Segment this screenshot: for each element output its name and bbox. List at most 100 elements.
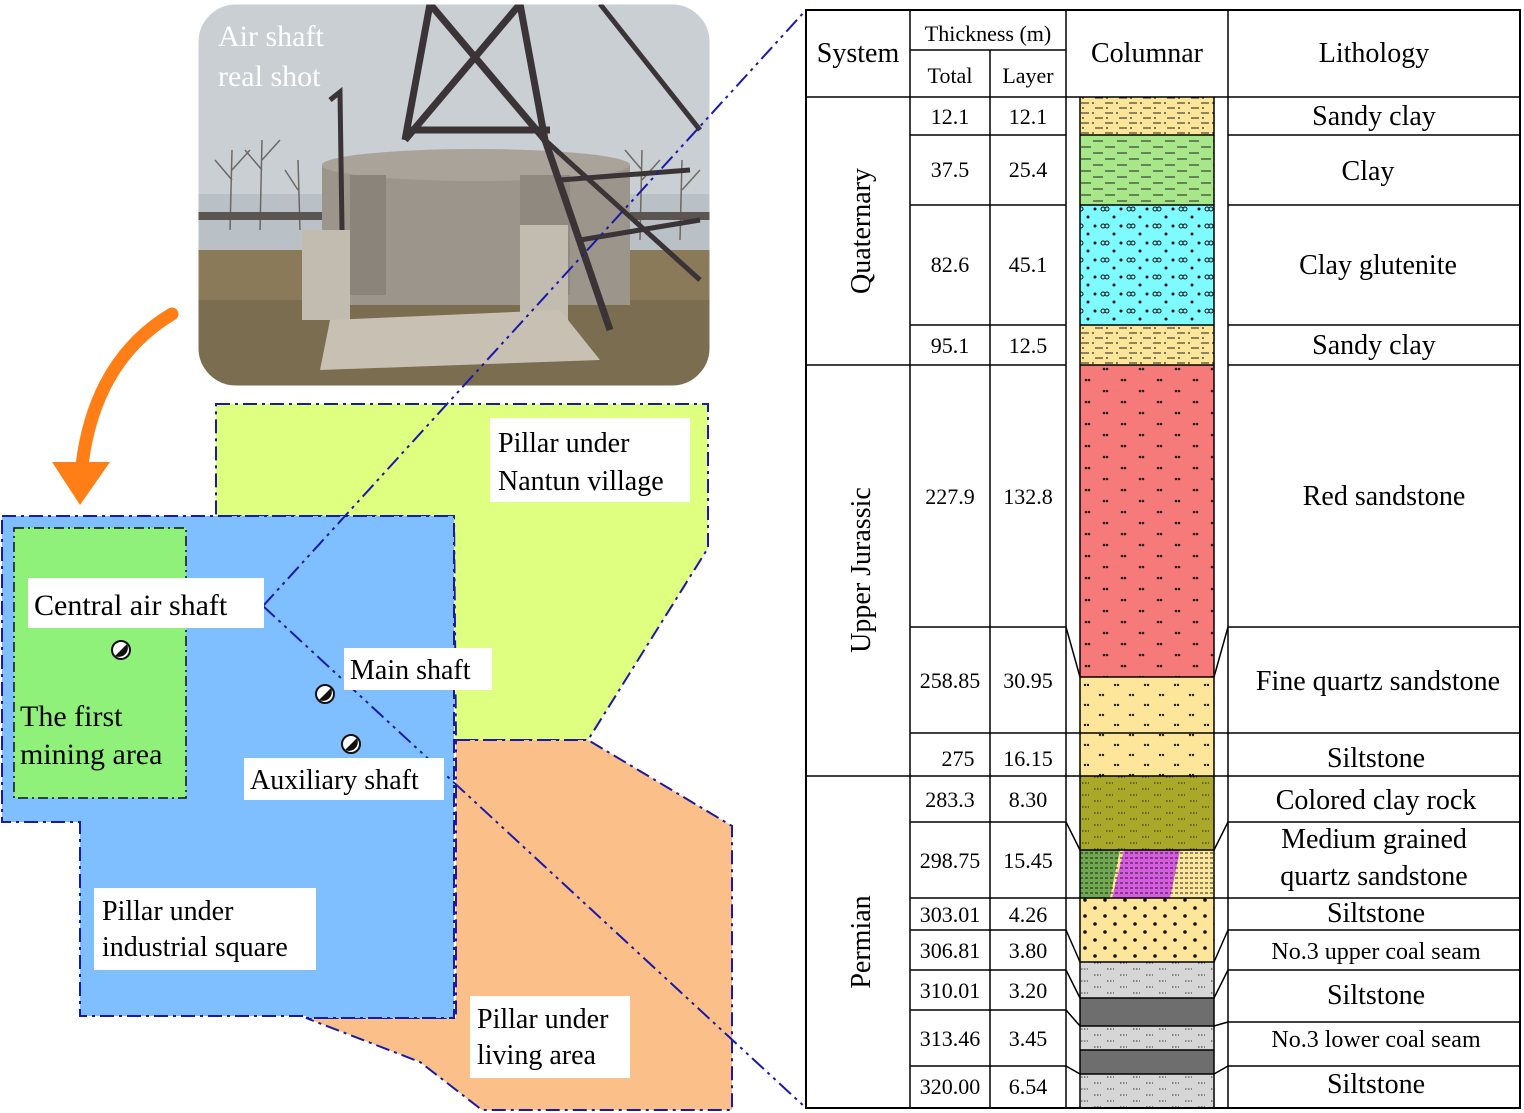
lithology-cell: No.3 upper coal seam: [1271, 939, 1481, 965]
label-nantun-village: Pillar under Nantun village: [490, 418, 690, 502]
nantun-line2: Nantun village: [498, 466, 664, 497]
layer-cell: 132.8: [1003, 484, 1053, 509]
label-first-mining-area: The first mining area: [20, 700, 162, 771]
columnar-fills: [1080, 97, 1214, 1108]
strata-gray-siltstone-3: [1080, 1074, 1214, 1108]
header-columnar: Columnar: [1091, 38, 1204, 69]
strata-red-sandstone: [1080, 365, 1214, 677]
layer-cell: 4.26: [1009, 902, 1048, 927]
label-living-area: Pillar under living area: [470, 996, 630, 1078]
total-cell: 275: [942, 746, 975, 771]
photo-caption-line2: real shot: [218, 60, 321, 93]
header-thickness: Thickness (m): [925, 21, 1051, 46]
strata-medium-quartz-sandstone: [1080, 850, 1214, 898]
header-system: System: [817, 38, 900, 69]
lithology-cell: Siltstone: [1327, 980, 1425, 1011]
total-cell: 12.1: [931, 104, 970, 129]
nantun-line1: Pillar under: [498, 428, 630, 459]
total-cell: 303.01: [920, 902, 981, 927]
arrow-icon: [52, 307, 179, 505]
total-cell: 320.00: [920, 1074, 981, 1099]
strata-sandy-clay-1: [1080, 97, 1214, 135]
main-shaft-text: Main shaft: [350, 655, 471, 686]
strata-coal-lower: [1080, 1050, 1214, 1074]
strata-fine-quartz-sandstone: [1080, 677, 1214, 733]
label-central-air-shaft: Central air shaft: [28, 578, 264, 628]
lithology-cell: No.3 lower coal seam: [1271, 1027, 1481, 1053]
shaft-marker-icon: [341, 734, 361, 754]
strata-table: System Thickness (m) Total Layer Columna…: [805, 9, 1521, 1109]
first-mining-line2: mining area: [20, 738, 162, 771]
first-mining-line1: The first: [20, 700, 123, 733]
central-air-shaft-text: Central air shaft: [34, 589, 228, 622]
lithology-cell: Red sandstone: [1303, 481, 1466, 512]
total-cell: 298.75: [920, 848, 981, 873]
header-lithology: Lithology: [1319, 38, 1429, 69]
living-line2: living area: [477, 1040, 597, 1071]
air-shaft-photo: [198, 4, 710, 386]
industrial-line2: industrial square: [102, 932, 288, 963]
total-cell: 283.3: [925, 787, 975, 812]
photo-caption-line1: Air shaft: [218, 20, 324, 53]
total-cell: 37.5: [931, 157, 970, 182]
system-quaternary: Quaternary: [846, 168, 877, 294]
label-main-shaft: Main shaft: [344, 648, 492, 690]
total-cell: 310.01: [920, 978, 981, 1003]
lithology-cell-line2: quartz sandstone: [1280, 861, 1467, 892]
auxiliary-shaft-text: Auxiliary shaft: [250, 765, 419, 796]
strata-siltstone-2: [1080, 898, 1214, 962]
layer-cell: 3.80: [1009, 938, 1048, 963]
lithology-column: Sandy clay Clay Clay glutenite Sandy cla…: [1256, 101, 1500, 1100]
layer-cell: 3.45: [1009, 1026, 1048, 1051]
layer-cell: 15.45: [1003, 848, 1053, 873]
shaft-marker-icon: [111, 640, 131, 660]
strata-gray-siltstone-2: [1080, 1026, 1214, 1050]
lithology-cell: Colored clay rock: [1276, 785, 1477, 816]
total-cell: 95.1: [931, 333, 970, 358]
strata-clay: [1080, 135, 1214, 205]
total-column: 12.1 37.5 82.6 95.1 227.9 258.85 275 283…: [920, 104, 981, 1099]
label-auxiliary-shaft: Auxiliary shaft: [244, 758, 444, 800]
lithology-cell: Siltstone: [1327, 898, 1425, 929]
layer-cell: 12.1: [1009, 104, 1048, 129]
strata-coal-upper: [1080, 998, 1214, 1026]
total-cell: 82.6: [931, 252, 970, 277]
strata-siltstone-1: [1080, 733, 1214, 776]
total-cell: 227.9: [925, 484, 975, 509]
shaft-marker-icon: [315, 684, 335, 704]
lithology-cell: Siltstone: [1327, 743, 1425, 774]
strata-gray-siltstone-1: [1080, 962, 1214, 998]
layer-cell: 8.30: [1009, 787, 1048, 812]
zone-first-mining-area: [13, 527, 187, 799]
total-cell: 258.85: [920, 668, 981, 693]
strata-clay-glutenite: [1080, 205, 1214, 325]
layer-cell: 45.1: [1009, 252, 1048, 277]
header-total: Total: [928, 63, 973, 88]
strata-sandy-clay-2: [1080, 325, 1214, 365]
total-cell: 306.81: [920, 938, 981, 963]
layer-column: 12.1 25.4 45.1 12.5 132.8 30.95 16.15 8.…: [1003, 104, 1053, 1099]
layer-cell: 30.95: [1003, 668, 1053, 693]
lithology-cell: Fine quartz sandstone: [1256, 666, 1500, 697]
lithology-cell: Sandy clay: [1312, 330, 1436, 361]
strata-colored-clay-rock: [1080, 776, 1214, 850]
lithology-cell: Siltstone: [1327, 1069, 1425, 1100]
header-layer: Layer: [1002, 63, 1054, 88]
layer-cell: 6.54: [1009, 1074, 1048, 1099]
lithology-cell: Clay: [1342, 156, 1395, 187]
layer-cell: 3.20: [1009, 978, 1048, 1003]
system-upper-jurassic: Upper Jurassic: [846, 487, 877, 653]
lithology-cell-line1: Medium grained: [1281, 824, 1467, 855]
system-permian: Permian: [846, 895, 877, 988]
label-industrial-square: Pillar under industrial square: [94, 888, 316, 970]
lithology-cell: Clay glutenite: [1299, 250, 1457, 281]
layer-cell: 16.15: [1003, 746, 1053, 771]
lithology-cell: Sandy clay: [1312, 101, 1436, 132]
layer-cell: 25.4: [1009, 157, 1048, 182]
layer-cell: 12.5: [1009, 333, 1048, 358]
industrial-line1: Pillar under: [102, 896, 234, 927]
total-cell: 313.46: [920, 1026, 981, 1051]
living-line1: Pillar under: [477, 1004, 609, 1035]
